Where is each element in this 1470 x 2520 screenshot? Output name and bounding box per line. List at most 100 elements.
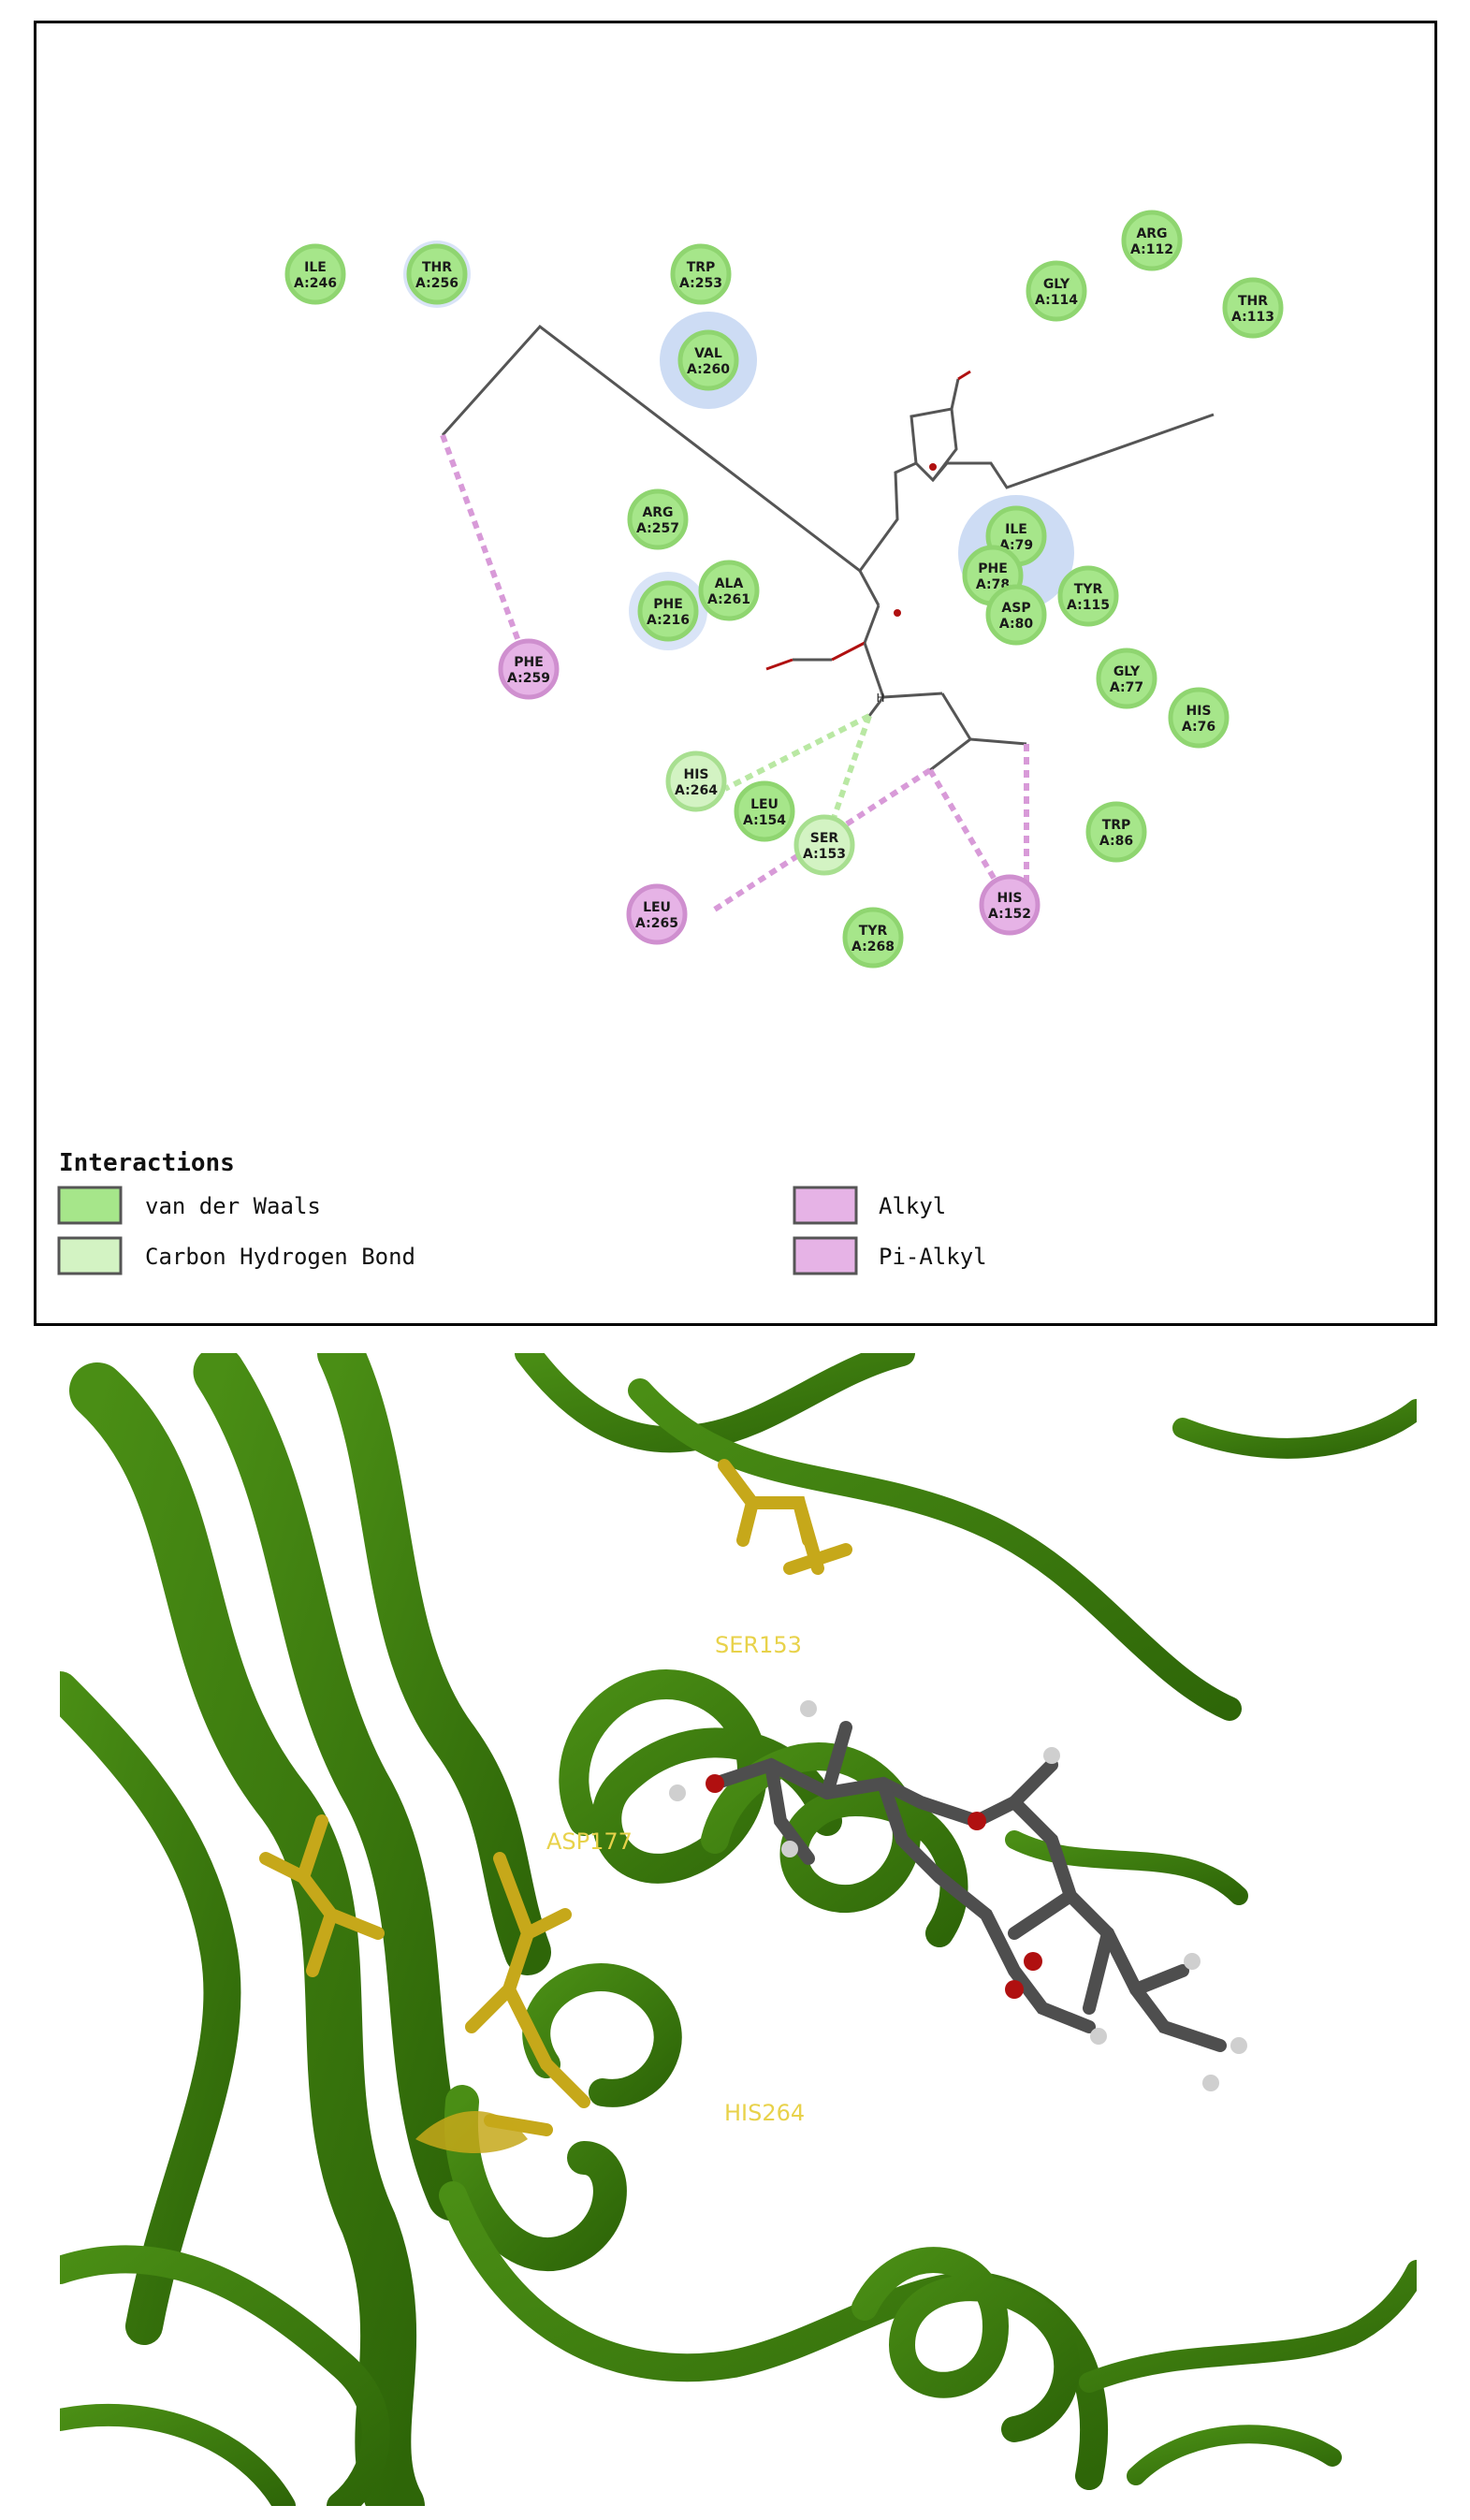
residue-id: A:256: [415, 276, 458, 291]
residue-disc: [637, 580, 699, 642]
ligand-structure: [441, 324, 1215, 772]
residue-name: ALA: [715, 576, 744, 591]
ligand-ester-o-bond: [831, 641, 866, 662]
residue-id: A:113: [1231, 310, 1274, 325]
residue-disc: [1222, 277, 1284, 339]
residue-name: TYR: [859, 924, 888, 939]
residue-disc: [979, 874, 1041, 936]
ligand-oxygen-3: [1024, 1952, 1042, 1971]
ligand-side-bond-2: [940, 692, 972, 740]
residue-disc: [1168, 687, 1230, 749]
helix-4: [444, 2085, 627, 2272]
residue-disc: [1085, 801, 1147, 863]
residue-disc: [842, 907, 904, 969]
residue-disc: [406, 243, 468, 305]
residue-label-asp177: ASP177: [546, 1828, 633, 1855]
residue-disc: [1096, 648, 1157, 709]
legend-swatch-pi-alkyl: [793, 1236, 858, 1275]
ligand-hydrogen-1: [669, 1784, 686, 1801]
residue-label-his264: HIS264: [724, 2100, 805, 2126]
his264-helix-highlight: [415, 2111, 528, 2153]
residue-disc: [626, 883, 688, 945]
residue-id: A:80: [999, 617, 1033, 632]
ligand-oxygen-1: [706, 1774, 724, 1793]
legend: Interactions van der Waals Carbon Hydrog…: [57, 1149, 987, 1275]
residue-name: SER: [810, 831, 839, 846]
ligand-chain-main: [441, 324, 1215, 574]
residue-name: HIS: [1186, 704, 1211, 719]
residue-id: A:246: [294, 276, 337, 291]
ligand-alpha-bond: [863, 642, 885, 698]
residue-name: VAL: [694, 346, 722, 361]
legend-swatch-chb: [57, 1236, 123, 1275]
residue-id: A:115: [1067, 598, 1110, 613]
ligand-side-bond-3: [969, 737, 1027, 746]
coil-3: [628, 1378, 1242, 1721]
legend-title: Interactions: [59, 1149, 235, 1177]
ligand-hydrogen-6: [1090, 2028, 1107, 2045]
residue-id: A:261: [707, 592, 750, 607]
ligand-ester-bond-1: [858, 570, 881, 606]
ligand-hydrogen-8: [1202, 2075, 1219, 2091]
residue-id: A:260: [687, 362, 730, 377]
ligand-ring-oxygen: [929, 463, 937, 471]
interaction-diagram: H ILEA:246THRA:256TRPA:253VALA:260GLYA:1…: [57, 210, 1284, 1275]
residue-disc: [698, 560, 760, 621]
chb-line-ser153: [822, 715, 872, 846]
ligand-side-bond-4: [929, 737, 971, 772]
protein-ribbon-render: SER153 ASP177 HIS264: [60, 1353, 1417, 2506]
ligand-hydrogen-4: [1230, 2037, 1247, 2054]
residue-disc: [734, 780, 795, 842]
ligand-hydrogen-7: [781, 1841, 798, 1857]
ligand-hydrogen-3: [1043, 1747, 1060, 1764]
coil-7: [60, 2403, 296, 2506]
legend-label-pi-alkyl: Pi-Alkyl: [879, 1244, 987, 1270]
residue-id: A:153: [803, 847, 846, 862]
residue-name: PHE: [653, 597, 683, 612]
residue-name: ASP: [1001, 601, 1030, 616]
residue-name: GLY: [1113, 664, 1141, 679]
residue-name: ARG: [1136, 226, 1167, 241]
legend-swatch-vdw: [57, 1186, 123, 1225]
residue-disc: [670, 243, 732, 305]
residue-name: PHE: [978, 561, 1008, 576]
residue-name: LEU: [643, 900, 671, 915]
ligand-side-bond-1: [882, 692, 943, 699]
ligand-hydrogen-label: H: [876, 692, 884, 705]
helix-2: [701, 1742, 968, 1947]
coil-2: [515, 1353, 915, 1453]
residue-name: TRP: [1102, 818, 1131, 833]
residue-name: LEU: [750, 797, 779, 812]
ligand-branch-3: [764, 1721, 852, 1865]
residue-id: A:268: [851, 940, 895, 954]
alkyl-line-leu265: [708, 767, 932, 915]
residue-name: THR: [1238, 294, 1268, 309]
residue-name: TYR: [1074, 582, 1103, 597]
beta-strand-4: [60, 1671, 241, 2345]
residue-id: A:154: [743, 813, 786, 828]
residue-label-ser153: SER153: [715, 1632, 802, 1658]
residue-ser153-sticks: [718, 1459, 852, 1575]
ligand-branch-2: [1008, 1758, 1189, 2015]
residue-disc: [1057, 565, 1119, 627]
residue-name: HIS: [683, 767, 708, 782]
coil-6: [1127, 2425, 1342, 2485]
helix-5: [851, 2247, 1081, 2442]
